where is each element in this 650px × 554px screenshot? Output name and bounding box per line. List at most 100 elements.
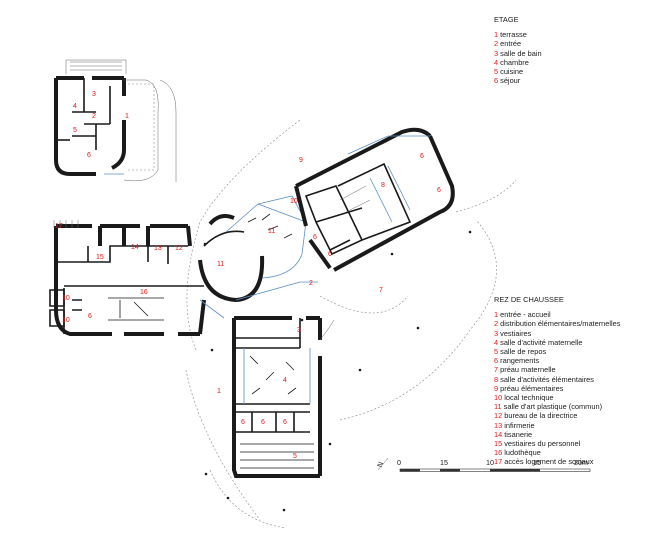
legend-item-label: séjour — [500, 76, 521, 86]
legend-item-label: ludothèque — [504, 448, 541, 458]
rdc-room-17: 17 — [55, 223, 63, 230]
legend-item-number: 8 — [494, 374, 499, 384]
legend-item-number: 6 — [494, 356, 499, 366]
legend-item-number: 7 — [494, 365, 499, 375]
legend-item-label: bureau de la directrice — [504, 411, 578, 421]
legend-item-number: 5 — [494, 347, 499, 357]
rdc-room-1: 1 — [217, 388, 221, 395]
legend-item-label: accès logement de sociaux — [504, 457, 594, 467]
rdc-room-10c: 10 — [62, 317, 70, 324]
legend-item-number: 6 — [494, 76, 499, 86]
legend-item-number: 3 — [494, 48, 499, 58]
rdc-room-6b: 6 — [241, 419, 245, 426]
legend-item-label: infirmerie — [504, 420, 535, 430]
legend-item-number: 5 — [494, 67, 499, 77]
rdc-room-9: 9 — [299, 157, 303, 164]
legend-item-number: 12 — [494, 411, 503, 421]
rdc-room-6f: 6 — [437, 187, 441, 194]
legend-item-label: vestiaires du personnel — [504, 439, 581, 449]
scale-bar-segment — [400, 469, 420, 472]
scale-label-0: 0 — [397, 458, 401, 467]
rdc-room-8: 8 — [381, 182, 385, 189]
legend-item-number: 4 — [494, 57, 499, 67]
rdc-room-5: 5 — [293, 453, 297, 460]
legend-item-label: vestiaires — [500, 328, 532, 338]
rdc-room-6h: 6 — [328, 251, 332, 258]
legend-item-number: 4 — [494, 337, 499, 347]
legend-item-number: 2 — [494, 319, 499, 329]
rdc-room-6g: 6 — [313, 234, 317, 241]
legend-item-label: local technique — [504, 393, 554, 403]
legend-item-number: 15 — [494, 439, 503, 449]
rdc-room-13: 13 — [154, 245, 162, 252]
legend-item-label: salle de repos — [500, 347, 547, 357]
legend-item-label: entrée - accueil — [500, 310, 551, 320]
legend-item-label: cuisine — [500, 67, 524, 77]
rdc-room-10a: 10 — [290, 198, 298, 205]
legend-item-number: 14 — [494, 429, 503, 439]
etage-room-3: 3 — [92, 91, 96, 98]
scale-label-4: 20m — [574, 458, 588, 467]
legend-item-number: 10 — [494, 393, 503, 403]
legend-item-label: distribution élémentaires/maternelles — [500, 319, 621, 329]
rdc-room-14: 14 — [131, 244, 139, 251]
rdc-room-10b: 10 — [62, 295, 70, 302]
legend-item-label: chambre — [500, 57, 529, 67]
north-arrow: N — [375, 461, 385, 469]
legend-item-label: terrasse — [500, 30, 527, 40]
legend-item-label: salle d'activités élémentaires — [500, 374, 594, 384]
scale-bar-segment — [440, 469, 460, 472]
scale-label-3: 15 — [533, 458, 541, 467]
scale-label-2: 10 — [486, 458, 494, 467]
legend-item-label: salle d'art plastique (commun) — [503, 402, 603, 412]
scale-bar: N 0 15 10 15 20m — [375, 457, 591, 472]
rdc-room-6e: 6 — [420, 153, 424, 160]
legend-item-label: tisanerie — [504, 429, 533, 439]
legend-item-label: salle d'activité maternelle — [500, 337, 583, 347]
legend-etage-title: ETAGE — [494, 15, 519, 24]
legend-item-number: 16 — [494, 448, 503, 458]
etage-room-2: 2 — [92, 113, 96, 120]
legend-item-number: 13 — [494, 420, 503, 430]
legend-item-number: 11 — [494, 402, 502, 412]
rdc-room-6c: 6 — [261, 419, 265, 426]
etage-room-4: 4 — [73, 103, 77, 110]
legend-rdc-title: REZ DE CHAUSSEE — [494, 295, 564, 304]
rdc-room-2: 2 — [309, 280, 313, 287]
legend-item-number: 1 — [494, 310, 499, 320]
rdc-room-4: 4 — [283, 377, 287, 384]
scale-bar-segment — [490, 469, 540, 472]
legend-item-number: 1 — [494, 30, 499, 40]
etage-room-6: 6 — [87, 152, 91, 159]
north-arrow-line — [377, 457, 389, 471]
legend-item-number: 17 — [494, 457, 503, 467]
rdc-room-16: 16 — [140, 289, 148, 296]
rdc-room-11b: 11 — [217, 261, 224, 268]
scale-label-1: 15 — [440, 458, 448, 467]
legend-item-label: rangements — [500, 356, 540, 366]
